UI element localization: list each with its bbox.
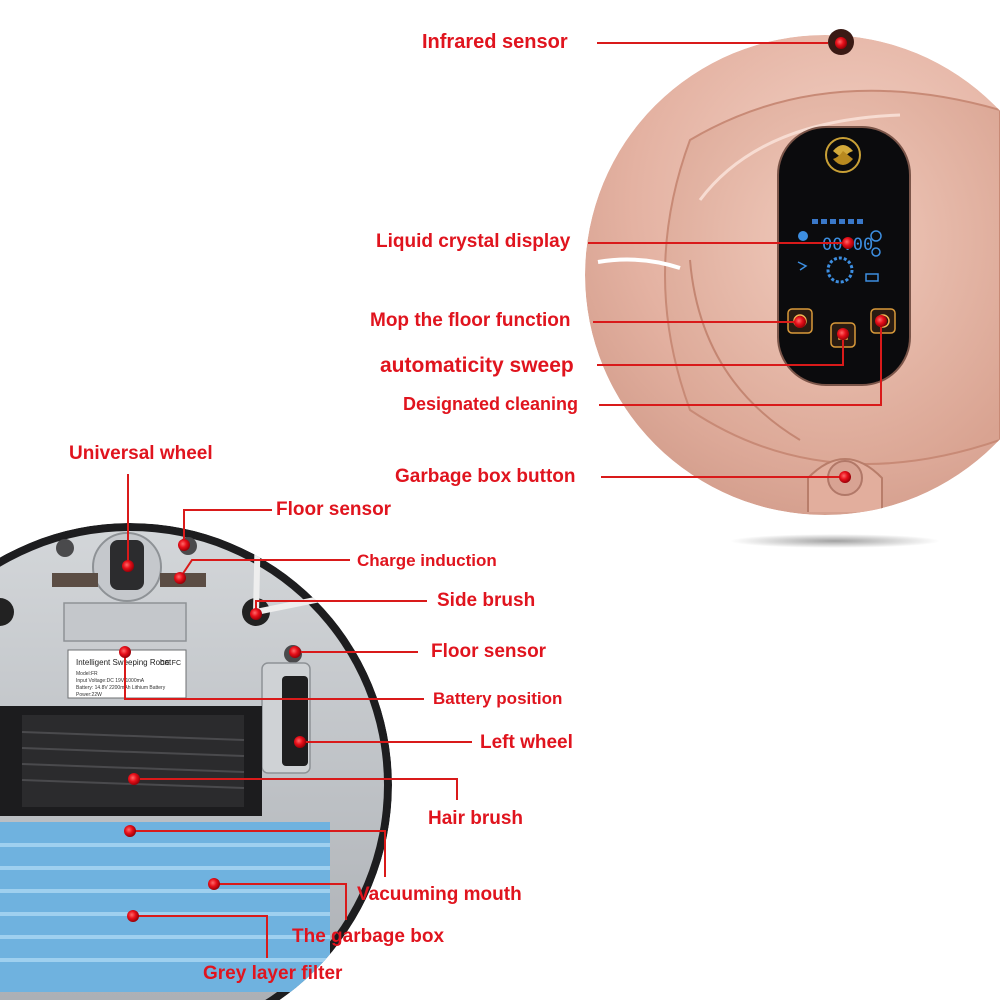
dot-garbage-box	[208, 878, 220, 890]
label-charge-induction: Charge induction	[357, 551, 497, 570]
sticker-line: Power:22W	[76, 692, 102, 698]
lcd-battery-icon	[865, 273, 879, 282]
leader-battery	[124, 652, 424, 700]
dot-hair-brush	[128, 773, 140, 785]
label-mop-function: Mop the floor function	[370, 310, 571, 331]
leader-hair-brush	[134, 778, 458, 800]
label-grey-layer-filter: Grey layer filter	[203, 963, 343, 984]
mop-pad-stripes	[0, 843, 330, 962]
callout-dots	[119, 37, 887, 922]
leader-floor-sensor-1	[183, 509, 272, 545]
dot-battery	[119, 646, 131, 658]
label-left-wheel: Left wheel	[480, 732, 573, 753]
dot-filter	[127, 910, 139, 922]
top-robot-shadow	[730, 534, 940, 548]
dot-lcd	[842, 237, 854, 249]
dot-floor-sensor-2	[289, 646, 301, 658]
floor-sensor-left	[56, 539, 74, 557]
brand-logo	[825, 137, 861, 173]
dot-universal-wheel	[122, 560, 134, 572]
dot-mop	[794, 316, 806, 328]
leader-designated	[599, 321, 882, 406]
charge-contact-left	[52, 573, 98, 587]
label-garbage-box-button: Garbage box button	[395, 466, 576, 487]
roller-brush	[22, 715, 244, 807]
sticker-line: Model:FR	[76, 671, 98, 677]
lcd-brush-icon	[797, 261, 808, 271]
lcd-clock-icon	[871, 247, 881, 257]
leader-filter	[133, 915, 268, 958]
dot-charge-induction	[174, 572, 186, 584]
dot-designated	[875, 315, 887, 327]
lcd-mode-icon	[798, 231, 808, 241]
leader-charge-induction	[179, 559, 350, 579]
dot-auto-sweep	[837, 328, 849, 340]
dot-left-wheel	[294, 736, 306, 748]
lcd-segment-bars	[812, 219, 863, 224]
label-hair-brush: Hair brush	[428, 808, 524, 829]
dot-vacuum-mouth	[124, 825, 136, 837]
label-designated-cleaning: Designated cleaning	[403, 394, 579, 414]
label-side-brush: Side brush	[437, 590, 536, 611]
dot-side-brush	[250, 608, 262, 620]
dot-infrared	[835, 37, 847, 49]
label-infrared-sensor: Infrared sensor	[422, 31, 568, 53]
dot-floor-sensor-1	[178, 539, 190, 551]
mop-pad	[0, 822, 330, 992]
side-brush-left	[0, 598, 14, 626]
battery-cover	[63, 602, 187, 642]
lcd-progress-ring	[826, 256, 854, 284]
label-liquid-crystal-display: Liquid crystal display	[376, 231, 571, 252]
sticker-title: Intelligent Sweeping Robot	[76, 658, 172, 667]
leader-garbage-box	[214, 883, 347, 920]
label-floor-sensor: Floor sensor	[276, 499, 392, 520]
robot-top-view: 00:00	[585, 29, 1000, 548]
label-battery-position: Battery position	[433, 689, 563, 708]
label-garbage-box: The garbage box	[292, 926, 445, 947]
label-universal-wheel: Universal wheel	[69, 443, 213, 464]
roller-bristles	[21, 731, 245, 789]
label-automaticity-sweep: automaticity sweep	[380, 354, 574, 377]
left-wheel	[282, 676, 308, 766]
sticker-marks: CE FC	[160, 660, 181, 667]
spec-sticker	[67, 649, 187, 699]
dot-garbage-button	[839, 471, 851, 483]
sticker-line: Battery: 14.8V 2200mAh Lithium Battery	[76, 685, 166, 691]
label-floor-sensor: Floor sensor	[431, 641, 547, 662]
leader-vacuum-mouth	[130, 830, 386, 877]
label-vacuuming-mouth: Vacuuming mouth	[357, 884, 522, 905]
lcd-wifi-icon	[870, 230, 882, 242]
sticker-line: Input Voltage:DC 19V 1000mA	[76, 678, 145, 684]
leader-auto-sweep	[597, 334, 844, 366]
